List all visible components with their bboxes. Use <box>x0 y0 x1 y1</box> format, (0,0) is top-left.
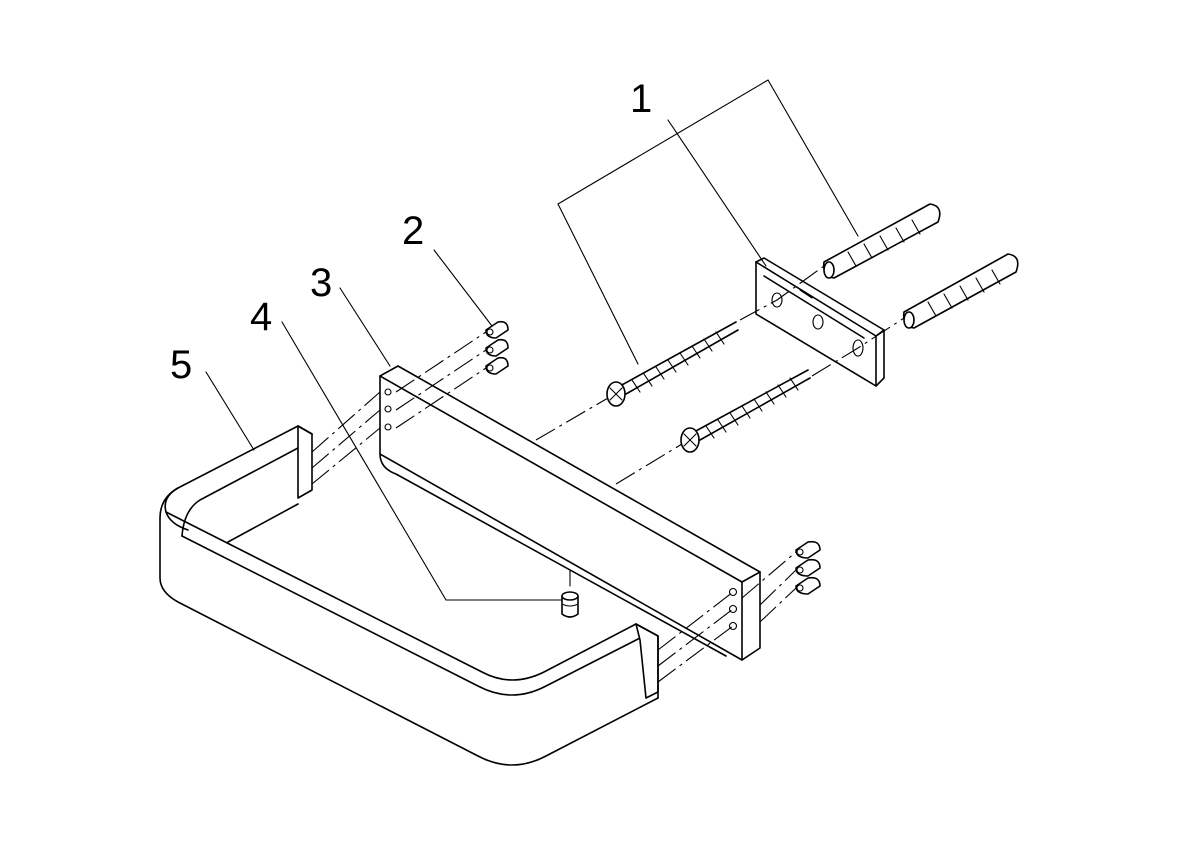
leader-lines <box>205 79 859 601</box>
assembly-axes <box>311 265 905 683</box>
callout-5: 5 <box>170 343 192 387</box>
mounting-plate <box>379 365 761 661</box>
callouts: 1 2 3 4 5 <box>170 77 652 387</box>
wood-screw-upper <box>606 321 739 407</box>
fixing-screw <box>795 540 821 559</box>
set-screw <box>561 569 579 618</box>
callout-3: 3 <box>310 261 332 305</box>
fixing-screw <box>795 576 821 595</box>
wood-screw-lower <box>680 369 811 453</box>
callout-2: 2 <box>402 209 424 253</box>
fixing-screw <box>485 356 509 375</box>
fixing-screw <box>485 320 509 339</box>
callout-4: 4 <box>250 295 272 339</box>
fixing-screw <box>795 558 821 577</box>
callout-1: 1 <box>630 77 652 121</box>
fixing-screw <box>485 338 509 357</box>
fixing-screws-right <box>795 540 821 595</box>
wall-bracket <box>755 257 885 387</box>
fixing-screws-left <box>485 320 509 375</box>
wall-anchor-upper <box>822 203 941 279</box>
wall-anchor-lower <box>902 253 1019 329</box>
towel-rail <box>159 425 659 766</box>
